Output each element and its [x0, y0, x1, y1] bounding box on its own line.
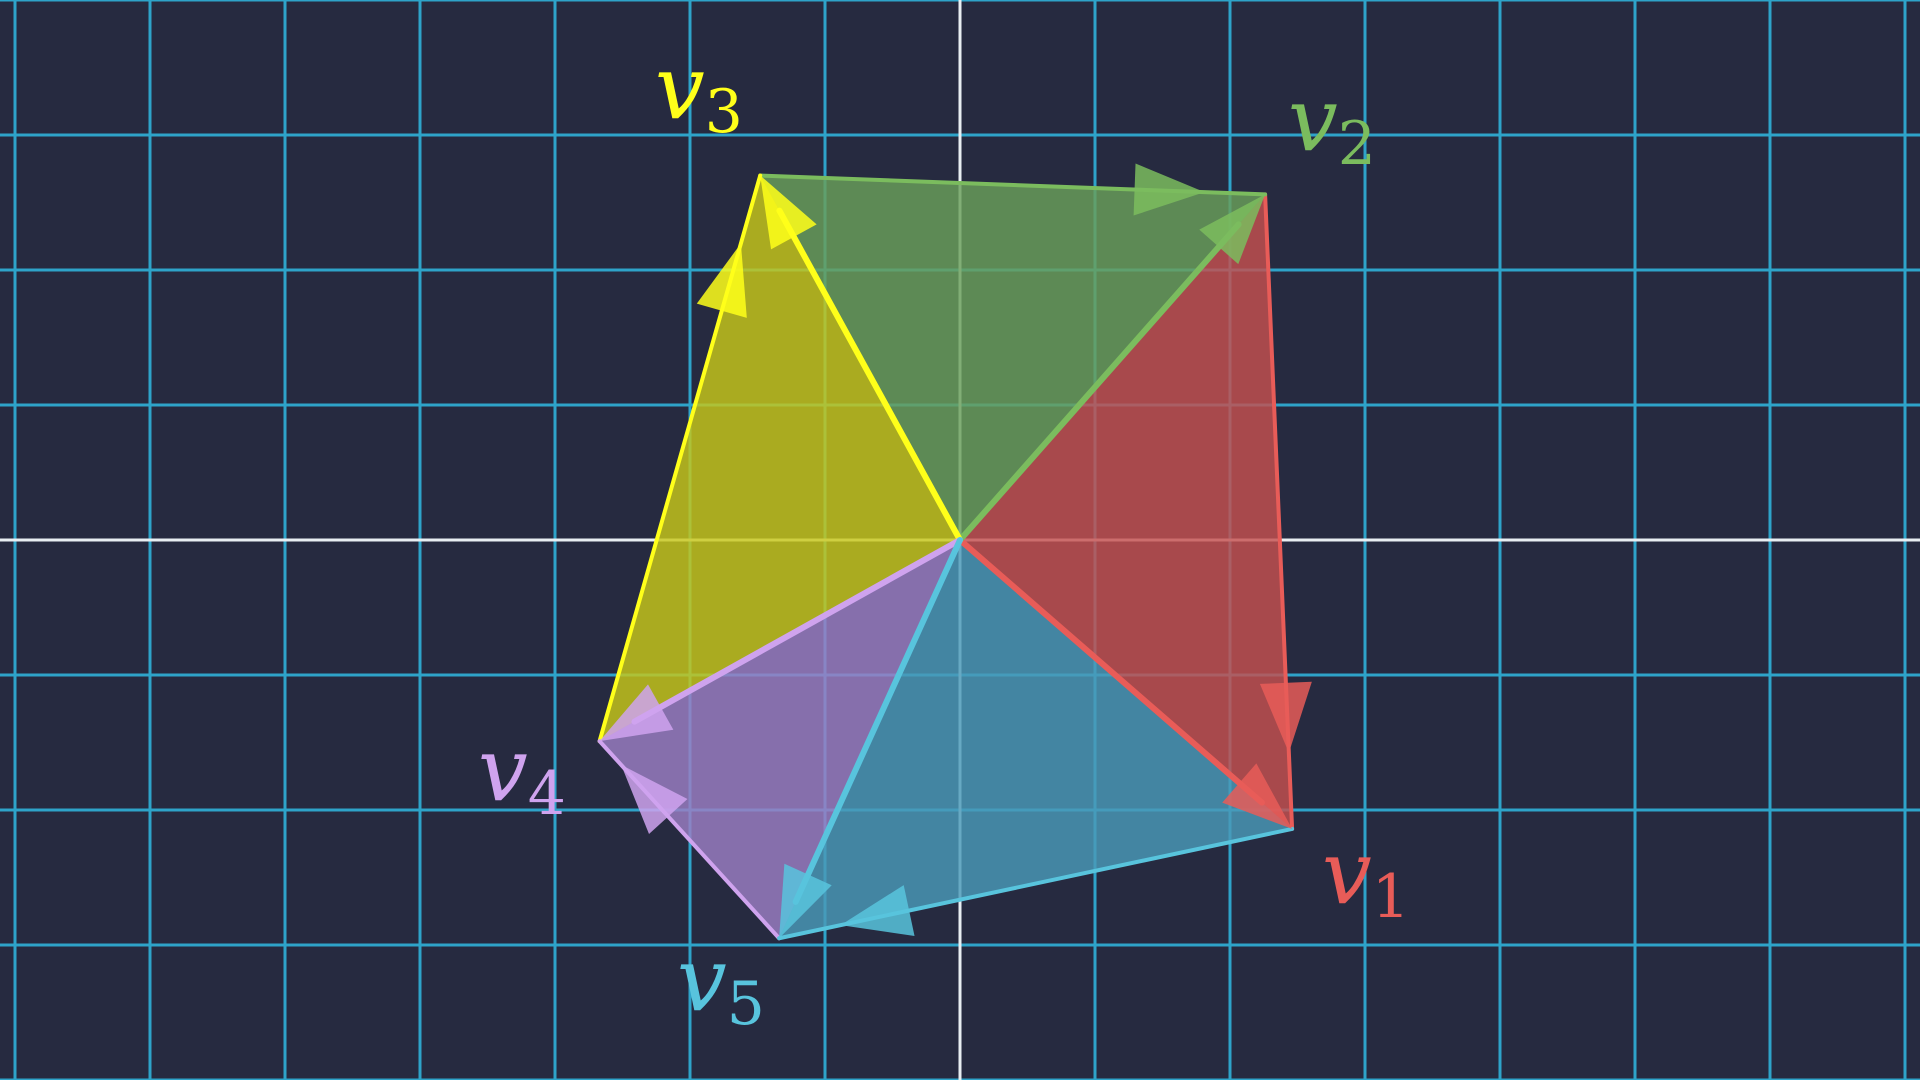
vector-labels: v1 v2 v3 v4 v5: [478, 36, 1410, 1039]
edge-arrowhead-v2: [1133, 163, 1205, 216]
label-v5: v5: [677, 928, 765, 1039]
edge-arrowhead-v1: [1259, 681, 1312, 753]
vector-v2-arrowhead: [1199, 194, 1266, 265]
edge-arrowhead-v5: [840, 885, 915, 936]
edge-arrowhead-v4: [621, 764, 688, 835]
label-v3: v3: [655, 36, 743, 147]
vector-v5-arrowhead: [779, 863, 832, 939]
vector-arrows: [599, 163, 1312, 939]
label-v2: v2: [1288, 68, 1376, 179]
edge-arrowhead-v3: [696, 243, 747, 318]
vector-v2-shaft: [957, 221, 1242, 543]
triangle-v5-v1: [779, 540, 1293, 939]
vector-v4-shaft: [631, 537, 963, 725]
vector-v1-arrowhead: [1222, 763, 1293, 829]
triangle-v2-v3: [760, 175, 1266, 540]
label-v4: v4: [478, 718, 566, 829]
vector-v4-arrowhead: [599, 684, 674, 742]
triangle-v1-v2: [960, 194, 1293, 829]
label-v1: v1: [1322, 821, 1410, 932]
vector-v3-shaft: [776, 207, 963, 543]
vector-v1-shaft: [957, 537, 1265, 806]
triangle-v3-v4: [599, 175, 960, 742]
vector-v5-shaft: [792, 537, 963, 905]
vector-v3-arrowhead: [760, 175, 817, 250]
